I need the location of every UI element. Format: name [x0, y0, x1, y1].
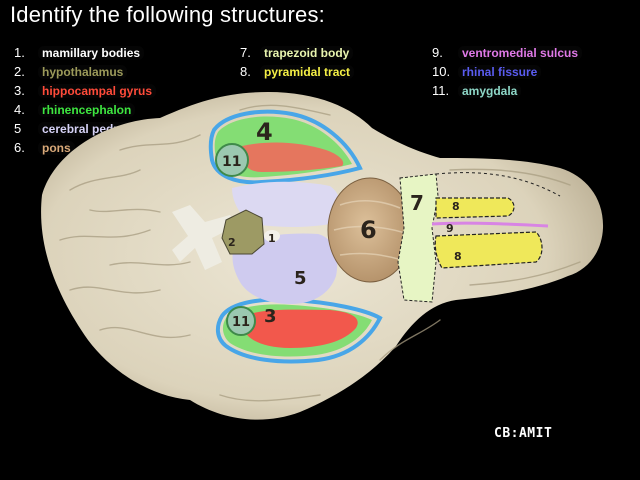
legend-number: 8. — [240, 64, 251, 79]
legend-number: 6. — [14, 140, 25, 155]
legend-item-trapezoid-body: 7. trapezoid body — [240, 43, 354, 62]
legend-label: pyramidal tract — [260, 64, 355, 79]
mark-1: 1 — [268, 232, 276, 245]
medulla-edge — [435, 172, 561, 197]
legend-number: 10. — [432, 64, 451, 79]
pons-striations — [333, 200, 409, 261]
legend-item-rhinal-fissure: 10. rhinal fissure — [432, 62, 582, 81]
mamillary-bodies-region — [264, 230, 280, 242]
legend-label: mamillary bodies — [38, 45, 145, 60]
legend-item-pons: 6. pons — [14, 138, 156, 157]
amygdala-bottom-marker — [226, 306, 256, 336]
legend-column-3: 9. ventromedial sulcus 10. rhinal fissur… — [432, 43, 583, 100]
legend-label: rhinal fissure — [458, 64, 542, 79]
legend-number: 4. — [14, 102, 25, 117]
legend-item-mamillary-bodies: 1. mamillary bodies — [14, 43, 156, 62]
mark-11-upper: 11 — [222, 154, 241, 170]
cerebral-peduncles-upper — [232, 181, 340, 227]
legend-number: 3. — [14, 83, 25, 98]
legend-label: hypothalamus — [38, 64, 128, 79]
legend-label: trapezoid body — [260, 45, 354, 60]
legend-item-pyramidal-tract: 8. pyramidal tract — [240, 62, 355, 81]
legend-column-2: 7. trapezoid body 8. pyramidal tract — [240, 43, 355, 81]
legend-item-amygdala: 11. amygdala — [432, 81, 582, 100]
legend-number: 1. — [14, 45, 25, 60]
pyramidal-tract-upper — [435, 197, 515, 219]
legend-label: pons — [38, 140, 75, 155]
amygdala-top-marker — [215, 143, 249, 177]
trapezoid-body-region — [397, 173, 439, 303]
legend-number: 9. — [432, 45, 443, 60]
mark-4: 4 — [256, 118, 273, 146]
hippocampal-gyrus-bottom — [243, 309, 358, 348]
mark-3: 3 — [264, 306, 277, 327]
hippocampal-gyrus-top — [241, 142, 344, 172]
legend-number: 7. — [240, 45, 251, 60]
optic-nerves — [172, 205, 236, 270]
rhinal-fissure-outline-top — [208, 109, 363, 185]
legend-column-1: 1. mamillary bodies 2. hypothalamus 3. h… — [14, 43, 157, 157]
legend-label: hippocampal gyrus — [38, 83, 157, 98]
mark-8-lower: 8 — [454, 250, 462, 263]
legend-label: amygdala — [458, 83, 522, 98]
legend-item-hippocampal-gyrus: 3. hippocampal gyrus — [14, 81, 157, 100]
legend-number: 2. — [14, 64, 25, 79]
pyramidal-tract-lower — [434, 231, 543, 269]
credit-text: CB:AMIT — [494, 426, 553, 441]
legend-item-rhinencephalon: 4. rhinencephalon — [14, 100, 156, 119]
legend-label: ventromedial sulcus — [458, 45, 583, 60]
hypothalamus-region — [221, 209, 265, 255]
mark-8-upper: 8 — [452, 200, 460, 213]
mark-11-lower: 11 — [232, 315, 250, 330]
mark-7: 7 — [410, 191, 424, 215]
ventromedial-sulcus-line — [431, 221, 549, 228]
legend-number: 5 — [14, 121, 22, 136]
cerebral-peduncles-region — [232, 233, 338, 304]
legend-number: 11. — [432, 83, 450, 98]
legend-label: rhinencephalon — [38, 102, 136, 117]
mark-5: 5 — [294, 268, 307, 289]
mark-6: 6 — [360, 216, 377, 244]
gyri-texture — [59, 104, 581, 402]
slide-title: Identify the following structures: — [10, 2, 325, 27]
mark-2: 2 — [228, 236, 236, 249]
legend-item-ventromedial-sulcus: 9. ventromedial sulcus — [432, 43, 583, 62]
mark-9: 9 — [446, 222, 454, 235]
legend-item-hypothalamus: 2. hypothalamus — [14, 62, 156, 81]
